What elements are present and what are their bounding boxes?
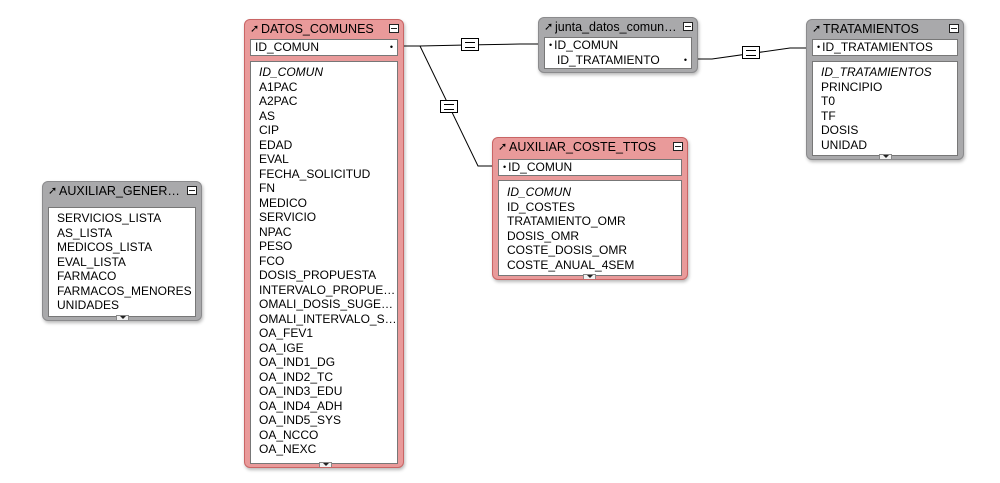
field-item[interactable]: OA_IGE <box>259 340 304 355</box>
collapse-box-icon[interactable] <box>949 24 959 33</box>
field-item[interactable]: OMALI_DOSIS_SUGERIDA <box>259 297 397 311</box>
key-field-box: •ID_TRATAMIENTOS <box>812 39 958 56</box>
key-field-box: ID_COMUN• <box>250 39 398 56</box>
field-item[interactable]: OMALI_INTERVALO_SUGERIDO <box>259 311 397 326</box>
arrow-up-right-icon[interactable]: ➚ <box>812 23 822 35</box>
table-header[interactable]: ➚ AUXILIAR_COSTE_TTOS <box>496 139 684 155</box>
field-item[interactable]: FARMACO <box>57 269 117 283</box>
field-item[interactable]: UNIDAD <box>821 137 868 152</box>
bullet-icon: • <box>817 42 821 52</box>
field-item[interactable]: TRATAMIENTO_OMR <box>507 214 626 228</box>
field-item[interactable]: DOSIS_PROPUESTA <box>259 268 377 282</box>
field-item[interactable]: INTERVALO_PROPUESTO <box>259 282 397 297</box>
table-title: DATOS_COMUNES <box>261 22 374 36</box>
field-list[interactable]: ID_TRATAMIENTOS PRINCIPIO T0 TF DOSIS UN… <box>812 61 958 156</box>
field-item[interactable]: CIP <box>259 123 280 137</box>
field-item[interactable]: OA_IND5_SYS <box>259 413 342 427</box>
field-item[interactable]: DOSIS <box>821 123 859 137</box>
arrow-up-right-icon[interactable]: ➚ <box>498 141 508 153</box>
key-field[interactable]: •ID_COMUN <box>549 38 619 52</box>
scroll-down-icon[interactable] <box>879 154 892 159</box>
field-item[interactable]: T0 <box>821 94 836 108</box>
field-item[interactable]: UNIDADES <box>57 298 120 312</box>
bullet-icon: • <box>503 162 507 172</box>
table-title: AUXILIAR_GENERAL <box>59 184 181 198</box>
field-item[interactable]: SERVICIO <box>259 210 317 224</box>
table-header[interactable]: ➚ AUXILIAR_GENERAL <box>46 183 198 199</box>
field-list[interactable]: ID_COMUN ID_COSTES TRATAMIENTO_OMR DOSIS… <box>498 180 682 276</box>
field-item[interactable]: PRINCIPIO <box>821 79 883 94</box>
field-item[interactable]: OA_IND2_TC <box>259 369 334 384</box>
field-item[interactable]: A1PAC <box>259 79 298 94</box>
field-item[interactable]: SERVICIOS_LISTA <box>57 211 162 225</box>
collapse-box-icon[interactable] <box>389 24 399 33</box>
scroll-down-icon[interactable] <box>319 462 332 467</box>
table-occurrence-datos-comunes[interactable]: ➚ DATOS_COMUNES ID_COMUN• ID_COMUN A1PAC… <box>244 19 404 468</box>
arrow-up-right-icon[interactable]: ➚ <box>48 185 58 197</box>
field-item[interactable]: ID_TRATAMIENTOS <box>821 65 932 79</box>
field-item[interactable]: EDAD <box>259 137 293 152</box>
relationship-equals-icon[interactable] <box>440 100 458 113</box>
bullet-icon: • <box>683 55 687 65</box>
field-item[interactable]: FN <box>259 181 275 195</box>
field-item[interactable]: COSTE_DOSIS_OMR <box>507 243 628 257</box>
field-item[interactable]: AS_LISTA <box>57 225 113 240</box>
key-field[interactable]: •ID_COMUN <box>503 160 573 174</box>
collapse-box-icon[interactable] <box>683 22 693 31</box>
field-item[interactable]: OA_NCCO <box>259 427 319 442</box>
field-item[interactable]: MEDICO <box>259 195 307 210</box>
field-list[interactable]: SERVICIOS_LISTA AS_LISTA MEDICOS_LISTA E… <box>48 207 196 317</box>
table-header[interactable]: ➚ junta_datos_comunes <box>542 19 694 35</box>
table-occurrence-tratamientos[interactable]: ➚ TRATAMIENTOS •ID_TRATAMIENTOS ID_TRATA… <box>806 19 964 160</box>
collapse-box-icon[interactable] <box>673 142 683 151</box>
key-field[interactable]: •ID_TRATAMIENTOS <box>817 40 933 54</box>
field-item[interactable]: DOSIS_OMR <box>507 228 580 243</box>
bullet-icon: • <box>389 42 393 52</box>
key-field-box: •ID_COMUN ID_TRATAMIENTO• <box>544 37 692 69</box>
field-item[interactable]: NPAC <box>259 224 292 239</box>
relationship-equals-icon[interactable] <box>742 46 760 59</box>
table-occurrence-junta-datos-comunes[interactable]: ➚ junta_datos_comunes •ID_COMUN ID_TRATA… <box>538 17 698 73</box>
field-item[interactable]: TF <box>821 108 836 123</box>
key-field[interactable]: ID_COMUN• <box>255 40 393 54</box>
relationship-equals-icon[interactable] <box>461 38 479 51</box>
table-title: junta_datos_comunes <box>555 20 677 34</box>
table-title: AUXILIAR_COSTE_TTOS <box>509 140 657 154</box>
field-item[interactable]: ID_COMUN <box>259 65 324 79</box>
table-occurrence-auxiliar-general[interactable]: ➚ AUXILIAR_GENERAL SERVICIOS_LISTA AS_LI… <box>42 181 202 321</box>
field-item[interactable]: OA_FEV1 <box>259 326 314 340</box>
field-item[interactable]: FARMACOS_MENORES <box>57 283 192 298</box>
field-item[interactable]: OA_IND1_DG <box>259 355 336 369</box>
field-item[interactable]: FECHA_SOLICITUD <box>259 166 371 181</box>
arrow-up-right-icon[interactable]: ➚ <box>544 21 554 33</box>
arrow-up-right-icon[interactable]: ➚ <box>250 23 260 35</box>
field-item[interactable]: A2PAC <box>259 94 298 108</box>
table-header[interactable]: ➚ DATOS_COMUNES <box>248 21 400 37</box>
table-header[interactable]: ➚ TRATAMIENTOS <box>810 21 960 37</box>
field-item[interactable]: OA_IND4_ADH <box>259 398 343 413</box>
field-item[interactable]: AS <box>259 108 276 123</box>
collapse-box-icon[interactable] <box>187 186 197 195</box>
field-item[interactable]: EVAL <box>259 152 289 166</box>
field-item[interactable]: ID_COSTES <box>507 199 576 214</box>
scroll-down-icon[interactable] <box>583 274 596 279</box>
field-item[interactable]: FCO <box>259 253 285 268</box>
field-item[interactable]: OA_IND3_EDU <box>259 384 343 398</box>
field-item[interactable]: MEDICOS_LISTA <box>57 240 153 254</box>
field-list[interactable]: ID_COMUN A1PAC A2PAC AS CIP EDAD EVAL FE… <box>250 61 398 464</box>
key-field[interactable]: ID_TRATAMIENTO• <box>557 53 687 67</box>
scroll-down-icon[interactable] <box>116 315 129 320</box>
key-field-box: •ID_COMUN <box>498 159 682 176</box>
field-item[interactable]: PESO <box>259 239 293 253</box>
field-item[interactable]: COSTE_ANUAL_4SEM <box>507 257 635 272</box>
field-item[interactable]: OA_NEXC <box>259 442 317 456</box>
bullet-icon: • <box>549 40 553 50</box>
field-item[interactable]: ID_COMUN <box>507 185 572 199</box>
table-title: TRATAMIENTOS <box>823 22 919 36</box>
field-item[interactable]: EVAL_LISTA <box>57 254 126 269</box>
table-occurrence-auxiliar-coste-ttos[interactable]: ➚ AUXILIAR_COSTE_TTOS •ID_COMUN ID_COMUN… <box>492 137 688 280</box>
